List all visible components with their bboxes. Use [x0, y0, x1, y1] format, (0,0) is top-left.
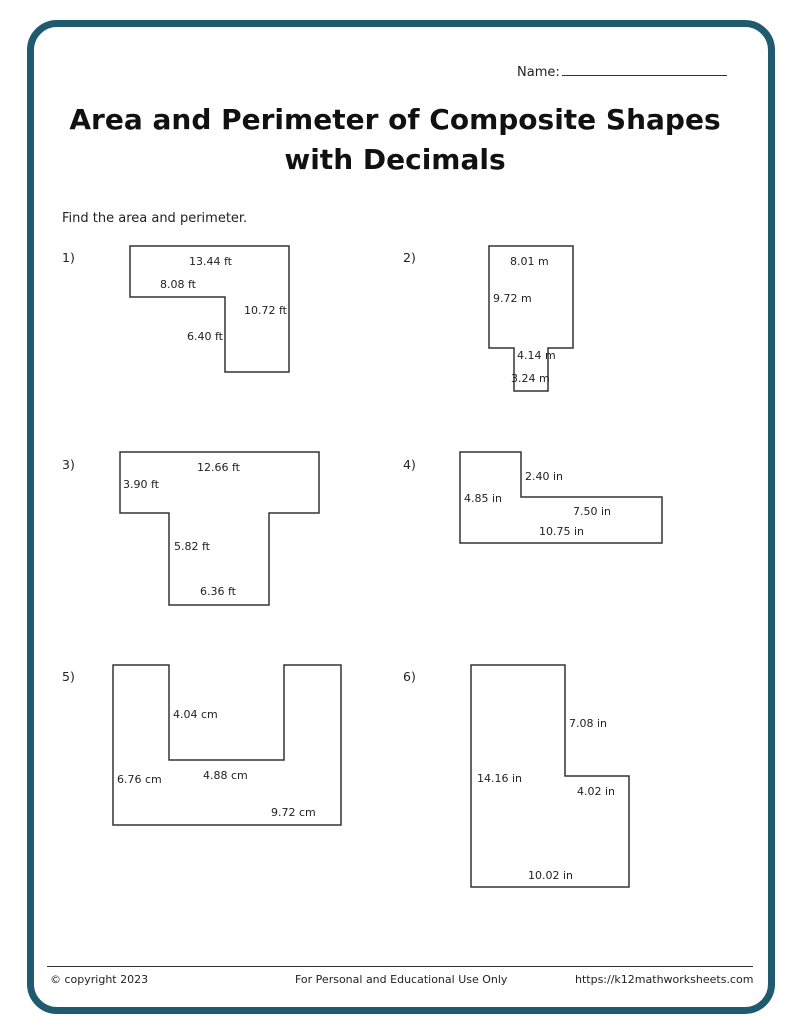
title-line-2: with Decimals — [284, 143, 506, 176]
problem-4-shape — [459, 451, 663, 544]
problem-5-shape — [112, 664, 342, 826]
problem-3-label-stem-width: 6.36 ft — [200, 585, 237, 598]
problem-1-label-right: 10.72 ft — [244, 304, 288, 317]
problem-1-shape — [129, 245, 290, 373]
problem-6-label-left: 14.16 in — [477, 772, 522, 785]
problem-2-number: 2) — [403, 250, 416, 265]
problem-5-label-notch-depth: 4.04 cm — [173, 708, 218, 721]
problem-5-number: 5) — [62, 669, 75, 684]
name-label: Name: — [517, 65, 560, 80]
problem-6-label-step-width: 4.02 in — [577, 785, 615, 798]
name-field[interactable]: Name: — [517, 63, 727, 80]
title-line-1: Area and Perimeter of Composite Shapes — [69, 103, 721, 136]
problem-5-label-notch-width: 4.88 cm — [203, 769, 248, 782]
page-title: Area and Perimeter of Composite Shapes w… — [40, 100, 750, 180]
problem-4-number: 4) — [403, 457, 416, 472]
name-blank[interactable] — [561, 63, 727, 76]
footer-copyright: © copyright 2023 — [50, 973, 149, 986]
instructions: Find the area and perimeter. — [62, 211, 248, 226]
footer-url[interactable]: https://k12mathworksheets.com — [575, 973, 754, 986]
footer-usage: For Personal and Educational Use Only — [295, 973, 508, 986]
problem-3-shape — [119, 451, 320, 606]
problem-3-label-top: 12.66 ft — [197, 461, 241, 474]
problem-1-label-top: 13.44 ft — [189, 255, 233, 268]
problem-6-number: 6) — [403, 669, 416, 684]
problem-5-label-left: 6.76 cm — [117, 773, 162, 786]
problem-2-shape — [488, 245, 574, 392]
problem-2-label-side: 9.72 m — [493, 292, 532, 305]
problem-4-label-left: 4.85 in — [464, 492, 502, 505]
problem-2-label-tab-height: 4.14 m — [517, 349, 556, 362]
problem-3-label-left: 3.90 ft — [123, 478, 160, 491]
page-frame — [27, 20, 775, 1014]
problem-6-shape — [470, 664, 630, 888]
problem-1-label-inner-vertical: 6.40 ft — [187, 330, 224, 343]
problem-3-label-stem-height: 5.82 ft — [174, 540, 211, 553]
problem-4-label-bottom: 10.75 in — [539, 525, 584, 538]
problem-2-label-top: 8.01 m — [510, 255, 549, 268]
problem-4-label-step-height: 2.40 in — [525, 470, 563, 483]
problem-4-label-step-width: 7.50 in — [573, 505, 611, 518]
problem-6-label-inner-vertical: 7.08 in — [569, 717, 607, 730]
problem-1-number: 1) — [62, 250, 75, 265]
problem-2-label-tab-width: 3.24 m — [511, 372, 550, 385]
problem-3-number: 3) — [62, 457, 75, 472]
problem-5-label-bottom: 9.72 cm — [271, 806, 316, 819]
footer-divider — [47, 966, 753, 967]
problem-1-label-inner-horizontal: 8.08 ft — [160, 278, 197, 291]
problem-6-label-bottom: 10.02 in — [528, 869, 573, 882]
